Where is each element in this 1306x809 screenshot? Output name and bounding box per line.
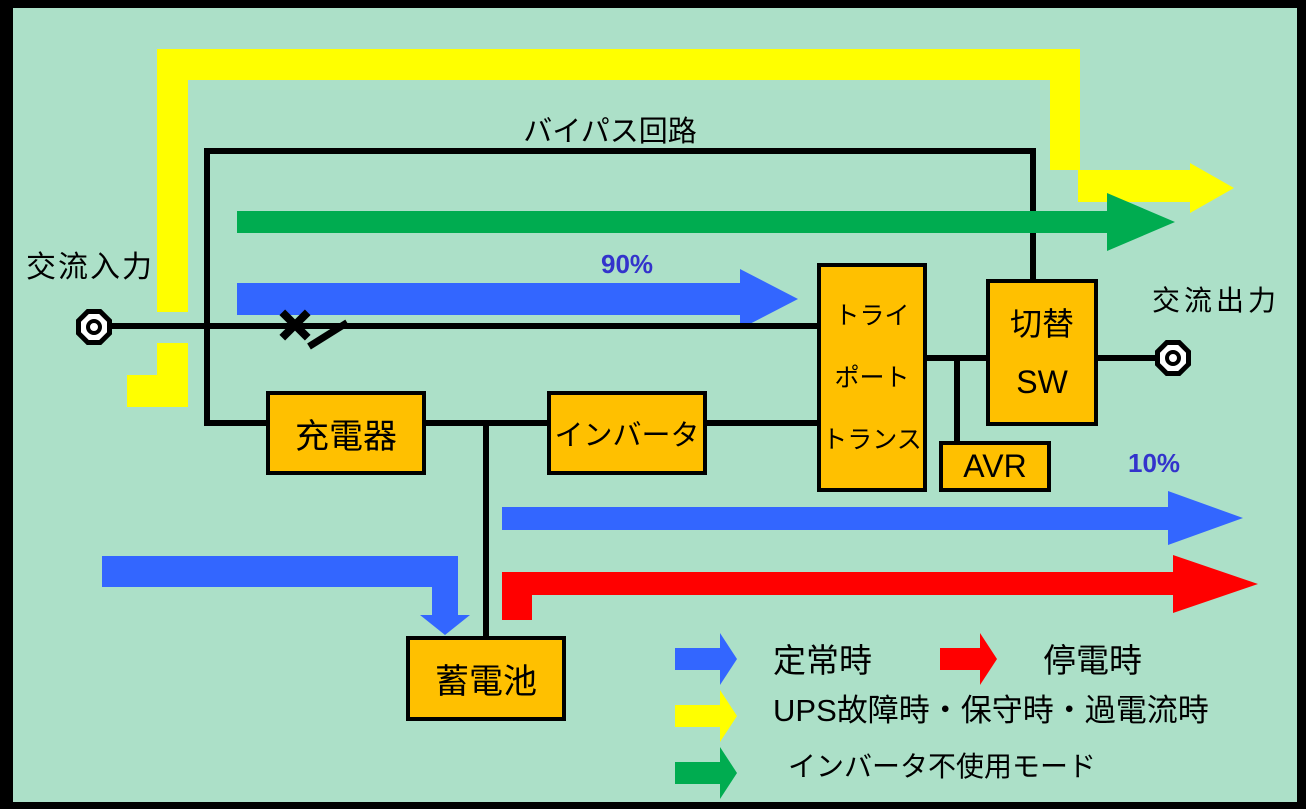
yellow-path-left-vertical-lower xyxy=(157,343,188,377)
transfer-switch-box: 切替 SW xyxy=(986,279,1098,426)
battery-wire xyxy=(483,423,489,636)
ac-output-label: 交流出力 xyxy=(1152,285,1281,316)
yellow-path-right-vertical xyxy=(1050,79,1080,170)
battery-label: 蓄電池 xyxy=(435,663,537,701)
yellow-path-left-vertical xyxy=(157,49,188,312)
ac-input-label: 交流入力 xyxy=(26,251,154,284)
blue-90-arrow-bar xyxy=(237,283,740,315)
blue-charge-arrow-vertical xyxy=(432,587,458,615)
blue-90-arrowhead xyxy=(740,269,798,329)
charger-box: 充電器 xyxy=(266,391,426,475)
legend-failure-arrowhead xyxy=(720,690,737,742)
bypass-circuit-label: バイパス回路 xyxy=(523,116,697,148)
yellow-path-foot-block xyxy=(127,375,188,407)
battery-box: 蓄電池 xyxy=(406,636,566,721)
legend-inverter-off-label: インバータ不使用モード xyxy=(788,751,1097,782)
legend-inverter-off-arrowhead xyxy=(720,747,737,799)
bypass-left-wire xyxy=(204,148,210,426)
transfer-switch-label-line2: SW xyxy=(1016,363,1068,400)
yellow-path-top-bar xyxy=(157,49,1080,80)
blue-charge-arrowhead xyxy=(420,615,470,635)
triport-label-line2: ポート xyxy=(834,363,910,392)
ac-input-wire xyxy=(110,323,817,329)
red-arrow-stub xyxy=(502,595,532,620)
legend-failure-arrow xyxy=(675,705,720,727)
legend-normal-arrow xyxy=(675,648,720,670)
charger-label: 充電器 xyxy=(295,417,397,456)
blue-10-arrow-bar xyxy=(502,507,1168,530)
load-90-percent-label: 90% xyxy=(601,249,654,279)
avr-wire xyxy=(954,358,960,443)
ac-input-terminal-hole xyxy=(86,319,102,335)
yellow-arrowhead xyxy=(1190,163,1234,213)
triport-transformer-box: トライ ポート トランス xyxy=(817,263,927,492)
red-arrow-bar xyxy=(502,572,1173,595)
inverter-label: インバータ xyxy=(554,420,700,452)
legend-failure-label: UPS故障時・保守時・過電流時 xyxy=(773,693,1209,728)
blue-10-arrowhead xyxy=(1168,491,1243,545)
green-arrow-bar xyxy=(237,211,1107,233)
avr-box: AVR xyxy=(939,441,1051,492)
legend-outage-arrow xyxy=(940,648,980,670)
bypass-top-wire xyxy=(204,148,1036,154)
red-arrowhead xyxy=(1173,555,1258,613)
legend-outage-label: 停電時 xyxy=(1043,642,1142,679)
legend-inverter-off-arrow xyxy=(675,762,720,784)
legend-normal-label: 定常時 xyxy=(773,642,872,679)
avr-label: AVR xyxy=(963,448,1027,484)
inverter-box: インバータ xyxy=(547,391,707,475)
ac-output-terminal-hole xyxy=(1165,350,1181,366)
charger-inverter-wire xyxy=(204,420,817,426)
transfer-switch-label-line1: 切替 xyxy=(1009,305,1074,342)
switch-to-output-wire xyxy=(1098,355,1160,361)
legend-normal-arrowhead xyxy=(720,633,737,685)
triport-label-line1: トライ xyxy=(834,301,910,330)
triport-label-line3: トランス xyxy=(822,425,922,454)
load-10-percent-label: 10% xyxy=(1128,448,1181,478)
blue-charge-arrow-bar xyxy=(102,556,458,587)
legend-outage-arrowhead xyxy=(980,633,997,685)
green-arrowhead xyxy=(1107,193,1175,251)
